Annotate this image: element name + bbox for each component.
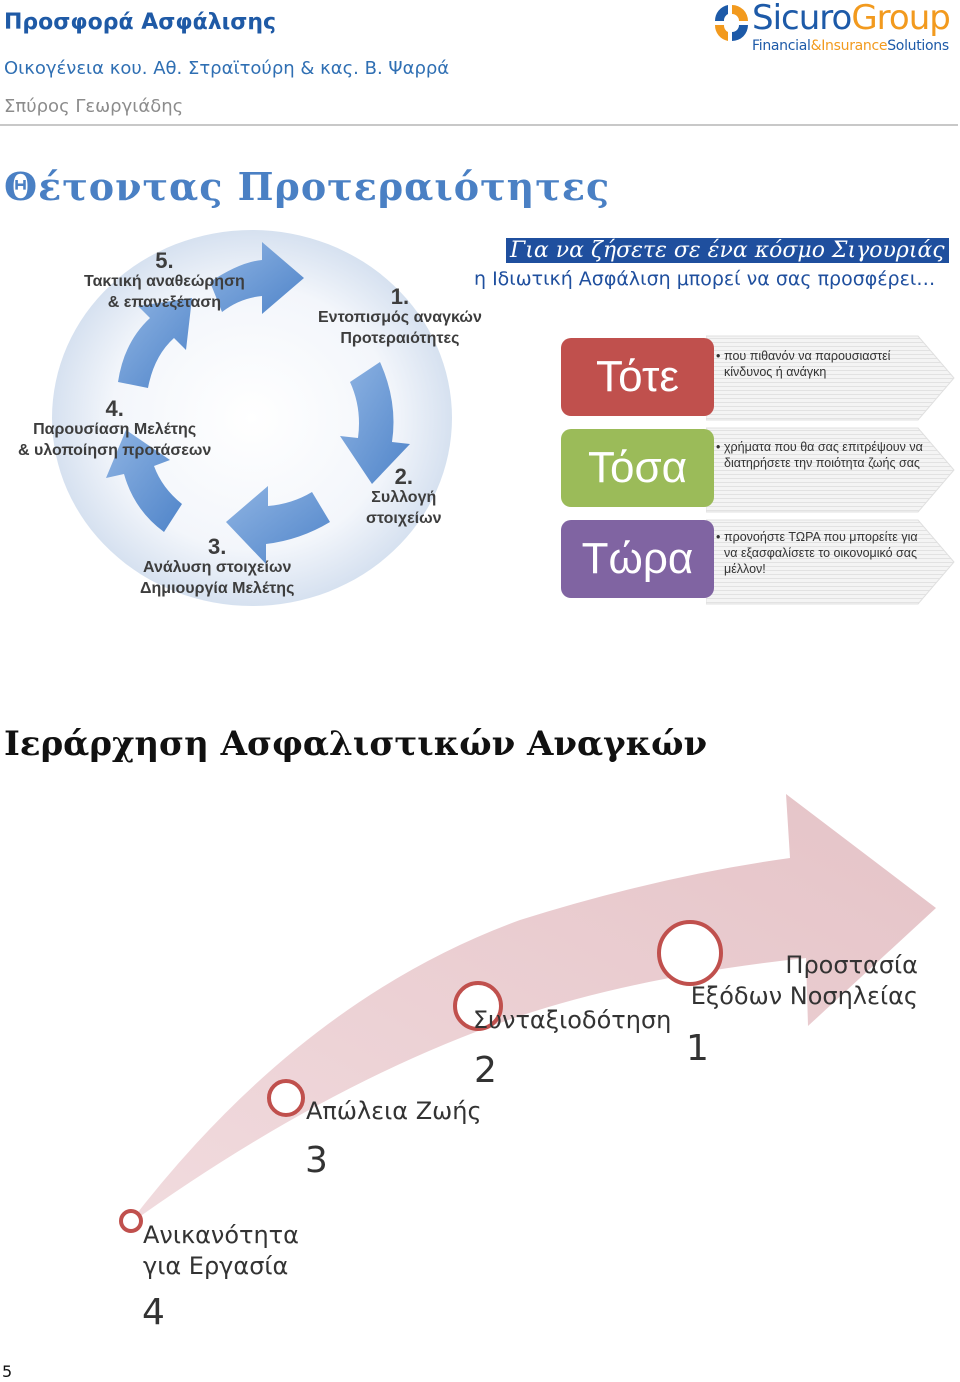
tote-description: που πιθανόν να παρουσιαστεί κίνδυνος ή α… <box>716 348 924 380</box>
cycle-step-4-line2: & υλοποίηση προτάσεων <box>18 442 212 459</box>
cycle-arrow-left <box>106 430 182 532</box>
need-marker-1 <box>657 920 723 986</box>
need-2-rank: 2 <box>474 1050 497 1091</box>
agent-name: Σπύρος Γεωργιάδης <box>4 96 184 117</box>
cycle-step-5-line1: Τακτική αναθεώρηση <box>84 273 245 290</box>
logo-tag-insurance: &Insurance <box>810 38 888 54</box>
need-4-rank: 4 <box>142 1292 165 1333</box>
cycle-step-5: 5. Τακτική αναθεώρηση & επανεξέταση <box>84 250 245 313</box>
need-marker-3 <box>267 1079 305 1117</box>
logo-tag-financial: Financial <box>752 38 811 54</box>
cycle-step-2-line2: στοιχείων <box>366 510 442 527</box>
security-banner: Για να ζήσετε σε ένα κόσμο Σιγουριάς <box>506 238 949 263</box>
logo-name-sicuro: Sicuro <box>752 0 852 38</box>
need-1-line1: Προστασία <box>785 951 918 979</box>
need-4-label: Ανικανότητα για Εργασία <box>143 1220 299 1282</box>
logo-tag-solutions: Solutions <box>887 38 949 54</box>
logo-wordmark: SicuroGroup <box>752 0 951 38</box>
tora-description: προνοήστε ΤΩΡΑ που μπορείτε για να εξασφ… <box>716 529 924 577</box>
cycle-step-4-number: 4. <box>105 396 124 421</box>
cycle-arrow-bottom <box>226 486 330 564</box>
cycle-step-1-line2: Προτεραιότητες <box>340 330 460 347</box>
cycle-step-1: 1. Εντοπισμός αναγκών Προτεραιότητες <box>318 286 482 349</box>
logo-name-group: Group <box>851 0 951 38</box>
process-cycle-diagram <box>52 230 452 606</box>
need-3-rank: 3 <box>305 1140 328 1181</box>
need-3-label: Απώλεια Ζωής <box>306 1097 482 1125</box>
cycle-step-3-number: 3. <box>208 534 227 559</box>
cycle-step-2-number: 2. <box>394 464 413 489</box>
hierarchy-arrow-diagram <box>119 794 936 1233</box>
growth-arrow <box>128 794 936 1225</box>
cycle-arrow-top <box>210 242 304 314</box>
cycle-arrow-right <box>340 362 410 484</box>
cycle-step-3-line1: Ανάλυση στοιχείων <box>143 559 292 576</box>
cycle-step-1-line1: Εντοπισμός αναγκών <box>318 309 482 326</box>
pill-tote: Τότε <box>561 338 714 416</box>
tosa-description: χρήματα που θα σας επιτρέψουν να διατηρή… <box>716 439 924 471</box>
logo-emblem-icon <box>714 5 748 41</box>
pill-tosa: Τόσα <box>561 429 714 507</box>
cycle-step-3-line2: Δημιουργία Μελέτης <box>140 580 295 597</box>
document-title: Προσφορά Ασφάλισης <box>4 10 277 35</box>
company-logo: SicuroGroup Financial&InsuranceSolutions <box>712 0 956 58</box>
cycle-arrow-upper-left <box>118 298 192 388</box>
need-1-rank: 1 <box>686 1028 709 1069</box>
need-4-line2: για Εργασία <box>143 1252 289 1280</box>
cycle-step-1-number: 1. <box>390 284 410 309</box>
cycle-step-5-number: 5. <box>155 248 174 273</box>
need-1-line2: Εξόδων Νοσηλείας <box>690 982 918 1010</box>
priorities-heading: Θέτοντας Προτεραιότητες <box>4 164 611 209</box>
security-subtitle: η Ιδιωτική Ασφάλιση μπορεί να σας προσφέ… <box>474 268 936 290</box>
pill-tora: Τώρα <box>561 520 714 598</box>
header-divider <box>0 124 958 126</box>
client-family: Οικογένεια κου. Αθ. Στραϊτούρη & κας. Β.… <box>4 58 450 79</box>
cycle-step-4: 4. Παρουσίαση Μελέτης & υλοποίηση προτάσ… <box>18 398 211 461</box>
logo-tagline: Financial&InsuranceSolutions <box>752 38 949 54</box>
need-2-label: Συνταξιοδότηση <box>473 1006 672 1034</box>
need-marker-2 <box>453 981 503 1031</box>
page-number: 5 <box>2 1362 13 1381</box>
need-1-label: Προστασία Εξόδων Νοσηλείας <box>690 950 918 1012</box>
cycle-step-4-line1: Παρουσίαση Μελέτης <box>33 421 197 438</box>
hierarchy-heading: Ιεράρχηση Ασφαλιστικών Αναγκών <box>4 724 708 764</box>
cycle-step-3: 3. Ανάλυση στοιχείων Δημιουργία Μελέτης <box>140 536 294 599</box>
cycle-step-5-line2: & επανεξέταση <box>107 294 222 311</box>
need-4-line1: Ανικανότητα <box>143 1221 299 1249</box>
cycle-step-2: 2. Συλλογή στοιχείων <box>366 466 442 529</box>
need-marker-4 <box>119 1209 143 1233</box>
cycle-step-2-line1: Συλλογή <box>371 489 437 506</box>
